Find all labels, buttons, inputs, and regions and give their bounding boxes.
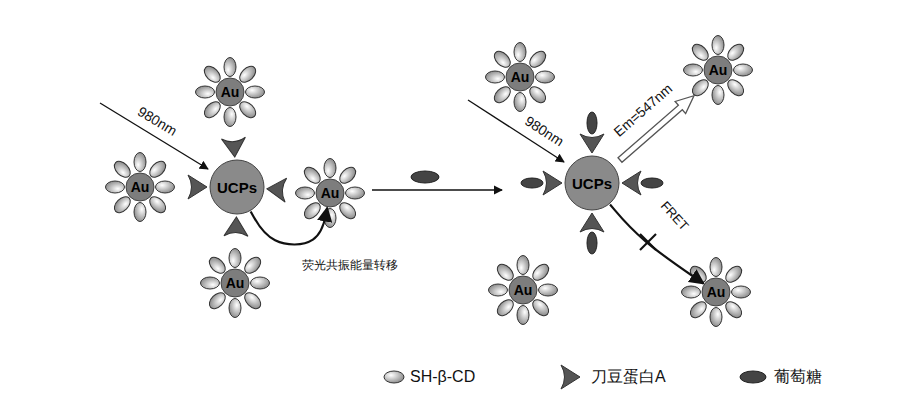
particle-circle bbox=[210, 160, 264, 214]
reaction-arrow bbox=[372, 189, 502, 190]
cyclodextrin-petal bbox=[224, 58, 236, 77]
cyclodextrin-petal bbox=[710, 258, 722, 277]
cyclodextrin-petal bbox=[517, 306, 529, 325]
particle-label: Au bbox=[221, 84, 240, 100]
glucose-molecule bbox=[641, 178, 663, 188]
particle-circle bbox=[221, 269, 249, 297]
particle-circle bbox=[316, 179, 344, 207]
particle-label: Au bbox=[709, 62, 728, 78]
gold-nanoparticle: Au bbox=[703, 55, 733, 85]
cyclodextrin-petal bbox=[732, 286, 751, 298]
ucp-particle: UCPs bbox=[209, 159, 265, 215]
cyclodextrin-petal bbox=[486, 71, 505, 83]
particle-label: Au bbox=[226, 275, 245, 291]
particle-circle bbox=[565, 156, 619, 210]
concanavalin-a bbox=[580, 213, 604, 232]
cyclodextrin-petal bbox=[734, 64, 753, 76]
cyclodextrin-petal bbox=[134, 153, 146, 172]
cyclodextrin-petal bbox=[156, 181, 175, 193]
cyclodextrin-petal bbox=[712, 36, 724, 55]
cyclodextrin-petal bbox=[134, 203, 146, 222]
gold-nanoparticle: Au bbox=[315, 178, 345, 208]
legend-text: 葡萄糖 bbox=[774, 368, 822, 386]
energy-transfer-arrow bbox=[610, 204, 704, 283]
particle-label: Au bbox=[514, 282, 533, 298]
edge-label: 荧光共振能量转移 bbox=[300, 259, 400, 273]
legend-glucose-sample bbox=[740, 371, 766, 383]
concanavalin-a bbox=[188, 175, 207, 199]
particle-label: UCPs bbox=[217, 179, 257, 196]
legend-text: 刀豆蛋白A bbox=[591, 368, 666, 386]
emission-label: Em=547nm bbox=[611, 80, 676, 139]
particle-label: Au bbox=[707, 284, 726, 300]
glucose-molecule bbox=[587, 112, 597, 134]
concanavalin-a bbox=[266, 177, 287, 202]
laser-beam bbox=[100, 103, 208, 169]
glucose-molecule bbox=[587, 232, 597, 254]
particle-circle bbox=[702, 278, 730, 306]
particle-label: Au bbox=[131, 179, 150, 195]
particle-circle bbox=[506, 63, 534, 91]
cyclodextrin-petal bbox=[536, 71, 555, 83]
particle-circle bbox=[126, 173, 154, 201]
particle-label: Au bbox=[511, 69, 530, 85]
cyclodextrin-petal bbox=[246, 86, 265, 98]
concanavalin-a bbox=[622, 171, 641, 195]
wavelength-label: 980nm bbox=[135, 103, 180, 139]
cyclodextrin-petal bbox=[712, 86, 724, 105]
legend-text: SH-β-CD bbox=[410, 368, 475, 386]
cyclodextrin-petal bbox=[296, 187, 315, 199]
legend-concanavalin-sample bbox=[561, 365, 580, 389]
cyclodextrin-petal bbox=[539, 284, 558, 296]
glucose-molecule bbox=[521, 178, 543, 188]
cyclodextrin-petal bbox=[201, 277, 220, 289]
gold-nanoparticle: Au bbox=[505, 62, 535, 92]
cyclodextrin-petal bbox=[489, 284, 508, 296]
concanavalin-a bbox=[221, 137, 246, 158]
particle-label: Au bbox=[321, 185, 340, 201]
gold-nanoparticle: Au bbox=[215, 77, 245, 107]
gold-nanoparticle: Au bbox=[125, 172, 155, 202]
cyclodextrin-petal bbox=[514, 93, 526, 112]
cyclodextrin-petal bbox=[229, 299, 241, 318]
cyclodextrin-petal bbox=[514, 43, 526, 62]
cyclodextrin-petal bbox=[196, 86, 215, 98]
cyclodextrin-petal bbox=[251, 277, 270, 289]
concanavalin-a bbox=[543, 171, 562, 195]
particle-circle bbox=[704, 56, 732, 84]
cyclodextrin-petal bbox=[682, 286, 701, 298]
concanavalin-a bbox=[224, 217, 248, 236]
cyclodextrin-petal bbox=[324, 159, 336, 178]
particle-circle bbox=[216, 78, 244, 106]
cyclodextrin-petal bbox=[710, 308, 722, 327]
glucose-molecule bbox=[411, 171, 439, 183]
generated-parts bbox=[106, 36, 753, 327]
cyclodextrin-petal bbox=[517, 256, 529, 275]
legend-petal-sample bbox=[384, 371, 404, 383]
wavelength-label: 980nm bbox=[522, 113, 567, 150]
cyclodextrin-petal bbox=[684, 64, 703, 76]
cyclodextrin-petal bbox=[224, 108, 236, 127]
cyclodextrin-petal bbox=[346, 187, 365, 199]
concanavalin-a bbox=[580, 134, 604, 153]
cyclodextrin-petal bbox=[229, 249, 241, 268]
gold-nanoparticle: Au bbox=[508, 275, 538, 305]
gold-nanoparticle: Au bbox=[701, 277, 731, 307]
ucp-particle: UCPs bbox=[564, 155, 620, 211]
cyclodextrin-petal bbox=[106, 181, 125, 193]
energy-transfer-arrow bbox=[251, 208, 328, 245]
particle-label: UCPs bbox=[572, 175, 612, 192]
gold-nanoparticle: Au bbox=[220, 268, 250, 298]
particle-circle bbox=[509, 276, 537, 304]
edge-label: FRET bbox=[656, 197, 692, 235]
